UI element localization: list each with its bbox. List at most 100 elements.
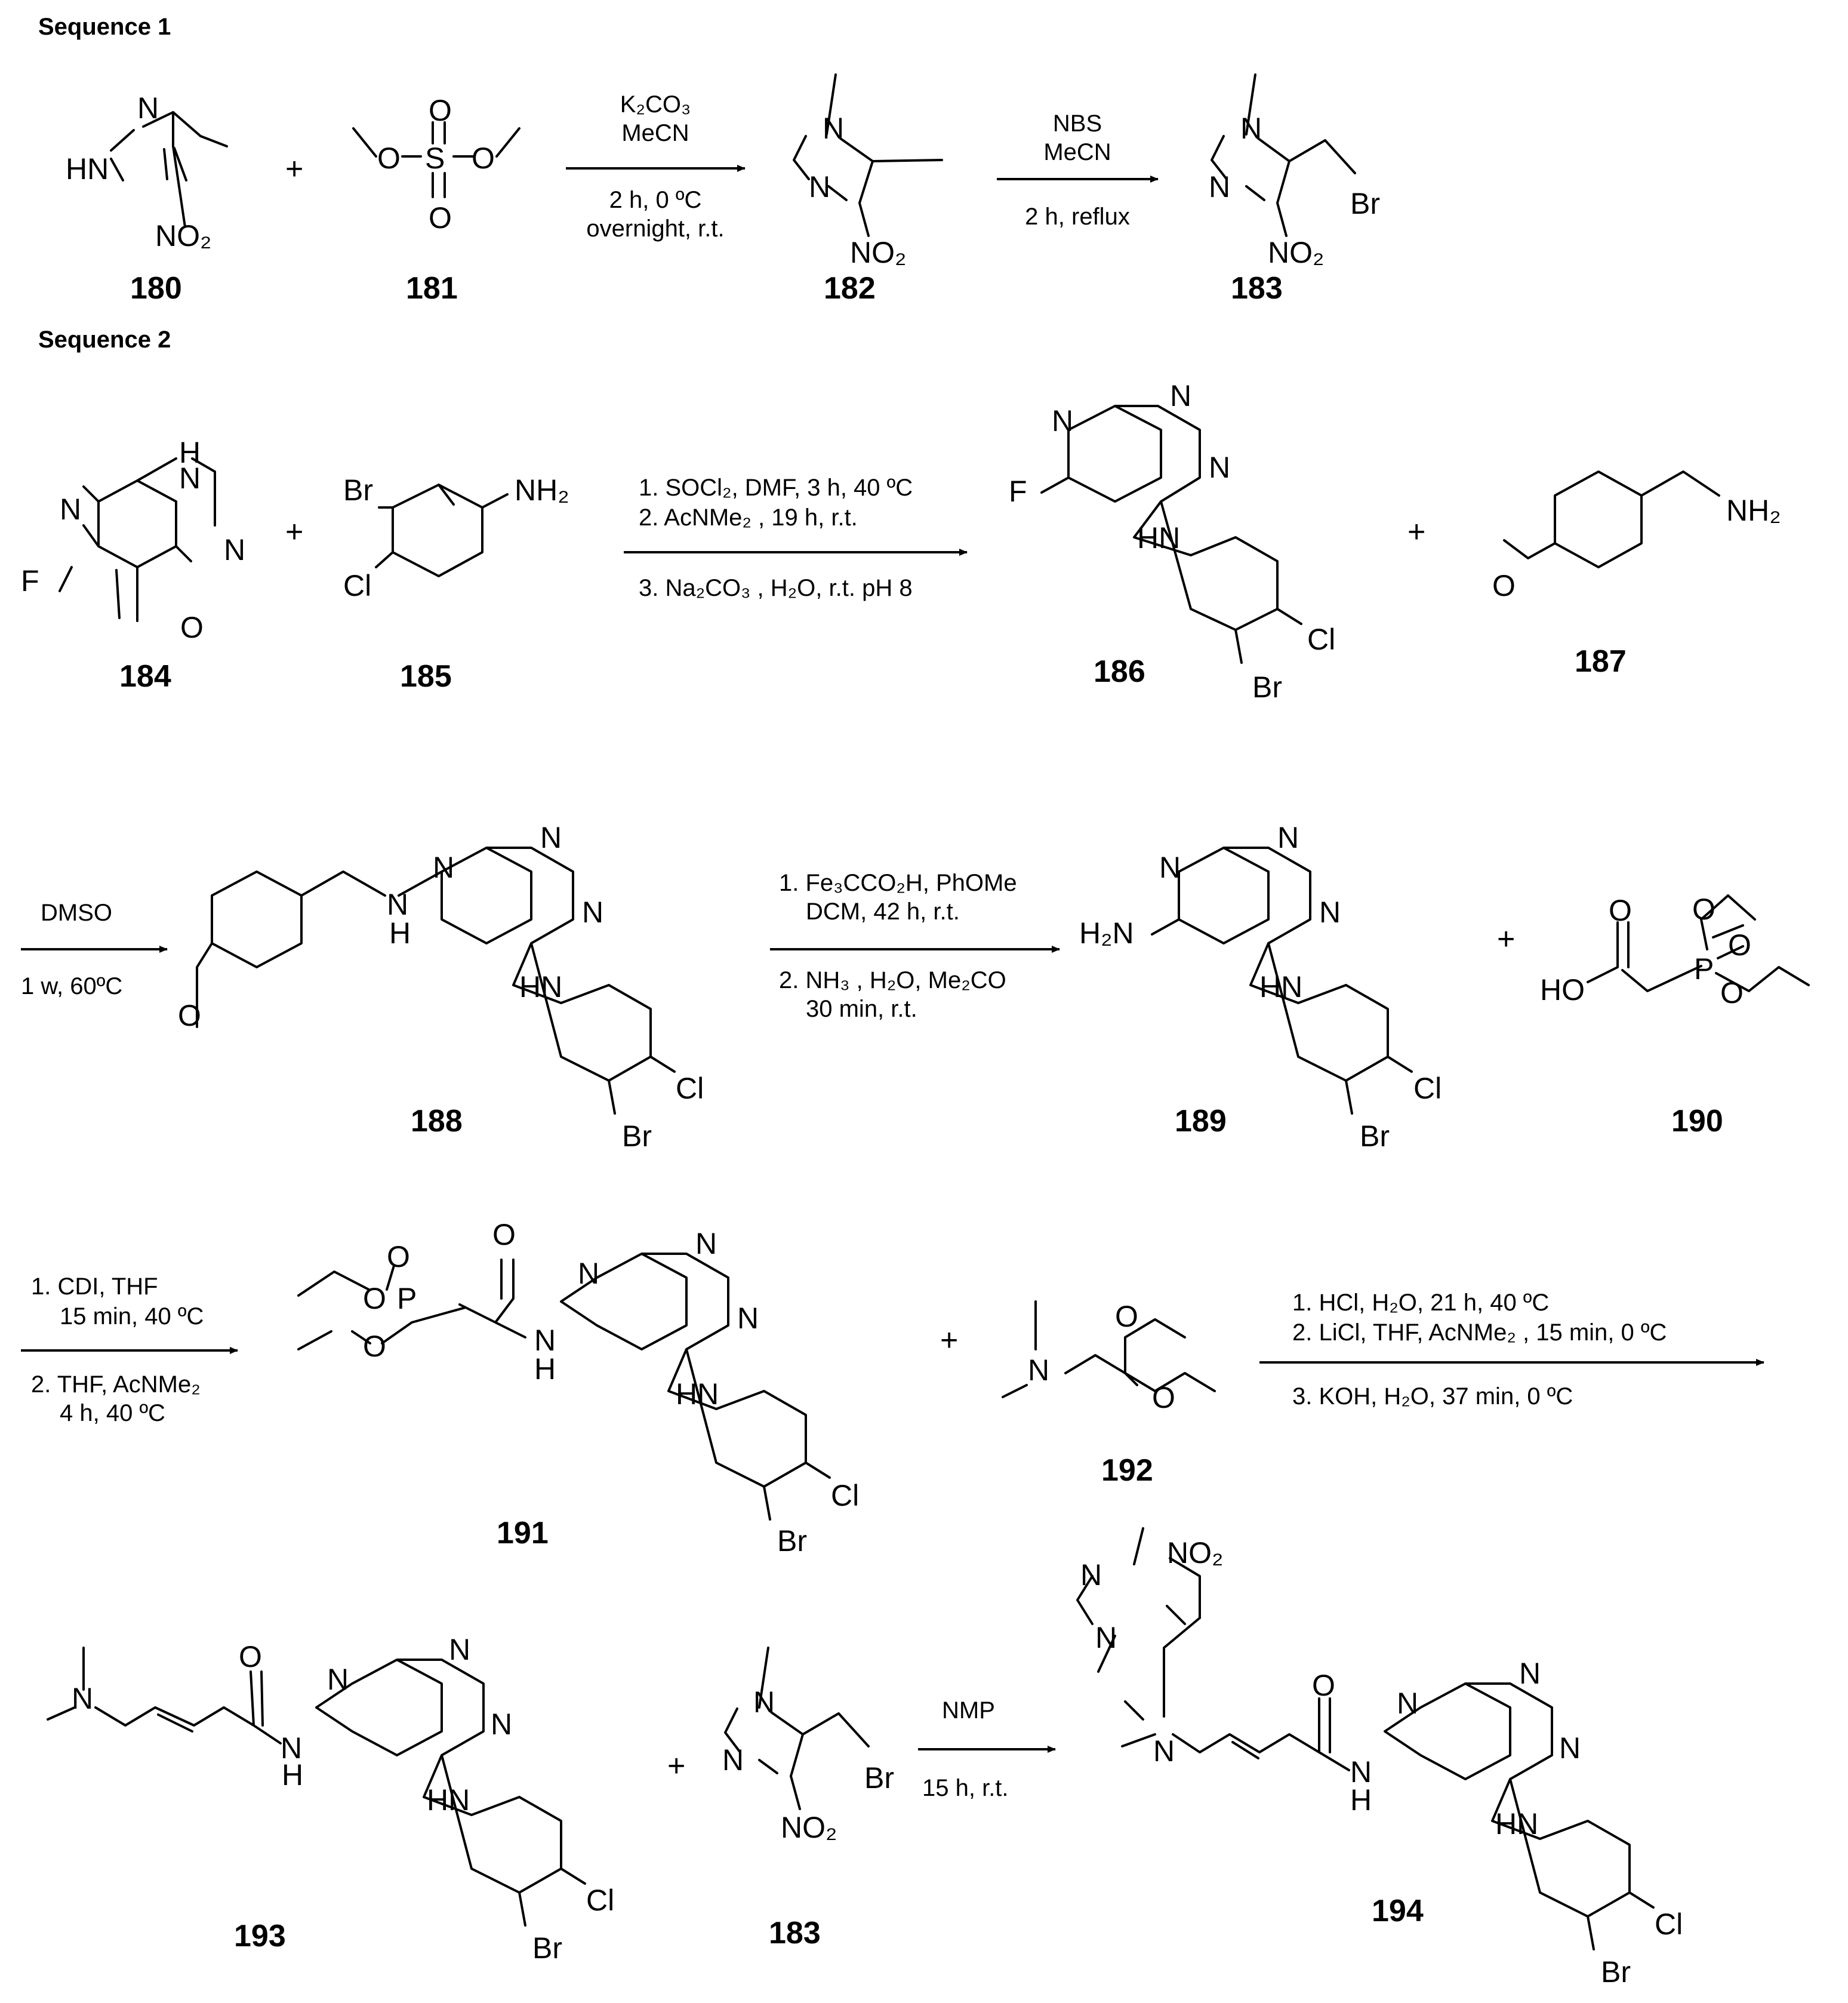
- svg-text:2 h, 0 ºC: 2 h, 0 ºC: [609, 187, 702, 213]
- svg-text:Cl: Cl: [1413, 1072, 1442, 1105]
- compound-label-183-second: 183: [769, 1916, 821, 1950]
- svg-text:+: +: [1407, 515, 1425, 549]
- svg-text:O: O: [429, 201, 452, 235]
- compound-label-184: 184: [119, 659, 171, 694]
- compound-183: N N Br NO₂ 183: [1209, 73, 1380, 306]
- svg-text:N: N: [695, 1227, 717, 1260]
- compound-label-193: 193: [234, 1919, 286, 1953]
- svg-text:N: N: [491, 1707, 512, 1741]
- compound-label-190: 190: [1671, 1104, 1723, 1139]
- compound-label-192: 192: [1101, 1453, 1153, 1488]
- svg-text:O: O: [180, 611, 204, 644]
- compound-184: H N N N F O 184: [21, 436, 245, 694]
- svg-text:15 h, r.t.: 15 h, r.t.: [922, 1775, 1009, 1801]
- sequence-1-title: Sequence 1: [38, 14, 171, 40]
- svg-text:HN: HN: [427, 1783, 470, 1817]
- svg-text:N: N: [582, 896, 603, 929]
- svg-text:O: O: [472, 141, 495, 175]
- compound-label-186: 186: [1094, 654, 1145, 689]
- svg-text:DCM, 42 h, r.t.: DCM, 42 h, r.t.: [806, 899, 960, 925]
- reaction-arrow-5: 1. Fe₃CCO₂H, PhOMe DCM, 42 h, r.t. 2. NH…: [770, 870, 1060, 1022]
- svg-text:Br: Br: [1252, 670, 1282, 704]
- svg-text:2. LiCl, THF, AcNMe₂ , 15 min,: 2. LiCl, THF, AcNMe₂ , 15 min, 0 ºC: [1292, 1319, 1667, 1346]
- svg-text:O: O: [429, 94, 452, 127]
- svg-text:NH₂: NH₂: [1726, 494, 1781, 527]
- svg-text:15 min, 40 ºC: 15 min, 40 ºC: [60, 1303, 204, 1330]
- svg-text:HN: HN: [1259, 970, 1302, 1004]
- svg-text:MeCN: MeCN: [621, 120, 689, 146]
- reaction-arrow-7: 1. HCl, H₂O, 21 h, 40 ºC 2. LiCl, THF, A…: [1259, 1290, 1764, 1410]
- svg-text:O: O: [1492, 569, 1516, 602]
- svg-text:NO₂: NO₂: [781, 1811, 837, 1844]
- reaction-arrow-8: NMP 15 h, r.t.: [918, 1697, 1056, 1801]
- svg-text:P: P: [397, 1282, 417, 1315]
- compound-192: N O O 192: [1002, 1300, 1216, 1488]
- svg-text:O: O: [377, 141, 401, 175]
- svg-text:O: O: [1609, 894, 1632, 927]
- svg-text:H: H: [534, 1352, 556, 1386]
- svg-text:+: +: [940, 1323, 958, 1358]
- svg-text:N: N: [1350, 1755, 1372, 1789]
- svg-text:HN: HN: [519, 970, 562, 1004]
- svg-text:Br: Br: [777, 1524, 807, 1558]
- svg-text:O: O: [239, 1640, 262, 1673]
- svg-text:N: N: [1170, 379, 1191, 413]
- svg-text:Cl: Cl: [1655, 1907, 1683, 1941]
- svg-text:HN: HN: [66, 152, 109, 186]
- svg-text:N: N: [1277, 821, 1299, 854]
- svg-text:2. NH₃ , H₂O, Me₂CO: 2. NH₃ , H₂O, Me₂CO: [779, 967, 1006, 993]
- svg-text:NH₂: NH₂: [515, 473, 569, 507]
- svg-text:N: N: [387, 888, 408, 921]
- svg-text:N: N: [1153, 1734, 1175, 1768]
- compound-182: N N NO₂ 182: [793, 73, 943, 306]
- svg-text:N: N: [722, 1743, 744, 1777]
- svg-text:Br: Br: [1601, 1955, 1631, 1989]
- svg-text:N: N: [281, 1731, 302, 1765]
- svg-text:N: N: [60, 493, 81, 526]
- svg-text:4 h, 40 ºC: 4 h, 40 ºC: [60, 1400, 165, 1426]
- svg-text:overnight, r.t.: overnight, r.t.: [586, 216, 724, 242]
- svg-text:N: N: [1397, 1687, 1418, 1720]
- compound-189: N N N H₂N HN Cl Br 189: [1079, 821, 1442, 1153]
- svg-text:2. THF, AcNMe₂: 2. THF, AcNMe₂: [31, 1371, 201, 1398]
- svg-text:F: F: [1009, 475, 1027, 508]
- compound-181: O S O O O 181: [352, 94, 520, 306]
- svg-text:30 min, r.t.: 30 min, r.t.: [806, 996, 917, 1022]
- svg-text:N: N: [449, 1633, 470, 1666]
- reaction-arrow-2: NBS MeCN 2 h, reflux: [997, 110, 1159, 230]
- svg-text:NO₂: NO₂: [1268, 236, 1324, 269]
- reaction-arrow-3: 1. SOCl₂, DMF, 3 h, 40 ºC 2. AcNMe₂ , 19…: [624, 475, 968, 601]
- svg-text:1. CDI, THF: 1. CDI, THF: [31, 1273, 158, 1300]
- svg-text:2. AcNMe₂ , 19 h, r.t.: 2. AcNMe₂ , 19 h, r.t.: [639, 504, 858, 531]
- reaction-arrow-4: DMSO 1 w, 60ºC: [21, 900, 168, 999]
- svg-text:O: O: [1312, 1669, 1335, 1702]
- svg-text:Br: Br: [1360, 1119, 1390, 1153]
- svg-text:+: +: [667, 1749, 685, 1783]
- svg-text:N: N: [327, 1663, 349, 1696]
- svg-text:Cl: Cl: [586, 1884, 614, 1917]
- svg-text:N: N: [823, 112, 844, 145]
- svg-text:H₂N: H₂N: [1079, 916, 1134, 950]
- svg-text:N: N: [179, 461, 201, 495]
- svg-text:N: N: [72, 1682, 93, 1715]
- svg-text:N: N: [224, 533, 245, 567]
- compound-180: HN N NO₂ 180: [66, 91, 228, 306]
- svg-text:O: O: [363, 1330, 386, 1363]
- svg-text:Cl: Cl: [831, 1479, 859, 1512]
- svg-text:O: O: [178, 999, 201, 1032]
- compound-193: N O N N N N H HN Cl Br 193: [47, 1633, 614, 1965]
- svg-text:N: N: [1519, 1657, 1541, 1690]
- svg-text:N: N: [1209, 170, 1230, 204]
- svg-text:HN: HN: [1495, 1807, 1538, 1841]
- svg-text:Br: Br: [343, 473, 373, 507]
- svg-text:N: N: [433, 851, 454, 884]
- svg-text:Cl: Cl: [343, 569, 371, 602]
- svg-text:NO₂: NO₂: [1167, 1536, 1223, 1570]
- compound-183-reagent: N N Br NO₂ 183: [722, 1647, 894, 1950]
- sequence-2-title: Sequence 2: [38, 327, 171, 353]
- compound-label-182: 182: [824, 271, 876, 306]
- svg-text:N: N: [809, 170, 830, 204]
- svg-text:O: O: [1152, 1381, 1175, 1414]
- svg-text:O: O: [387, 1240, 410, 1273]
